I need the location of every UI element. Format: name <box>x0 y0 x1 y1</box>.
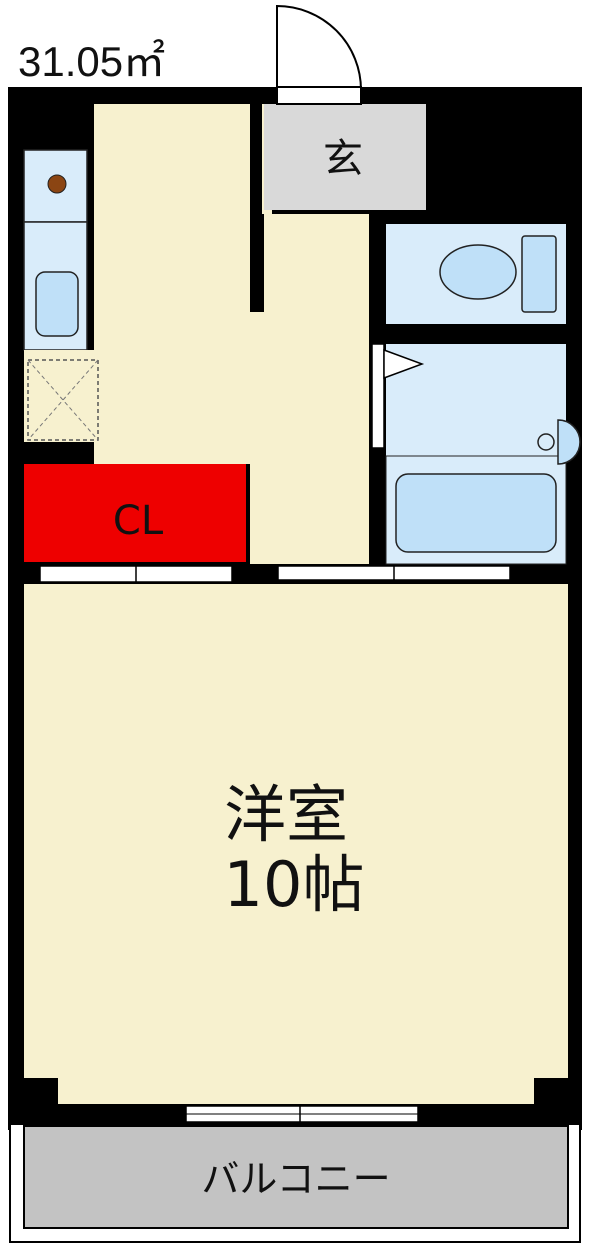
western-room <box>24 584 568 1104</box>
western-room-label: 洋室 <box>224 778 348 851</box>
room-corner-pillar-left <box>24 1078 58 1106</box>
entrance-door-swing <box>276 4 363 91</box>
balcony-window <box>185 1105 419 1123</box>
kitchen-sink <box>35 271 79 337</box>
toilet-icon <box>439 235 557 313</box>
room-corner-pillar-right <box>534 1078 568 1106</box>
balcony <box>23 1125 569 1229</box>
bath-door <box>371 343 425 449</box>
entrance-label: 玄 <box>323 136 363 182</box>
partition-wall <box>250 214 264 312</box>
corridor-floor <box>250 214 369 564</box>
kitchen-floor <box>94 104 250 464</box>
refrigerator-space <box>24 350 100 442</box>
entrance-door-opening <box>276 86 362 105</box>
western-room-size: 10帖 <box>224 848 365 921</box>
closet-label: CL <box>113 498 164 544</box>
bathtub-icon <box>395 473 557 553</box>
washbasin-icon <box>537 419 581 465</box>
balcony-label: バルコニー <box>201 1157 390 1201</box>
floor-area-label: 31.05㎡ <box>18 38 165 85</box>
stove-burner <box>47 174 67 194</box>
entrance-area <box>264 104 426 210</box>
closet <box>24 464 246 562</box>
